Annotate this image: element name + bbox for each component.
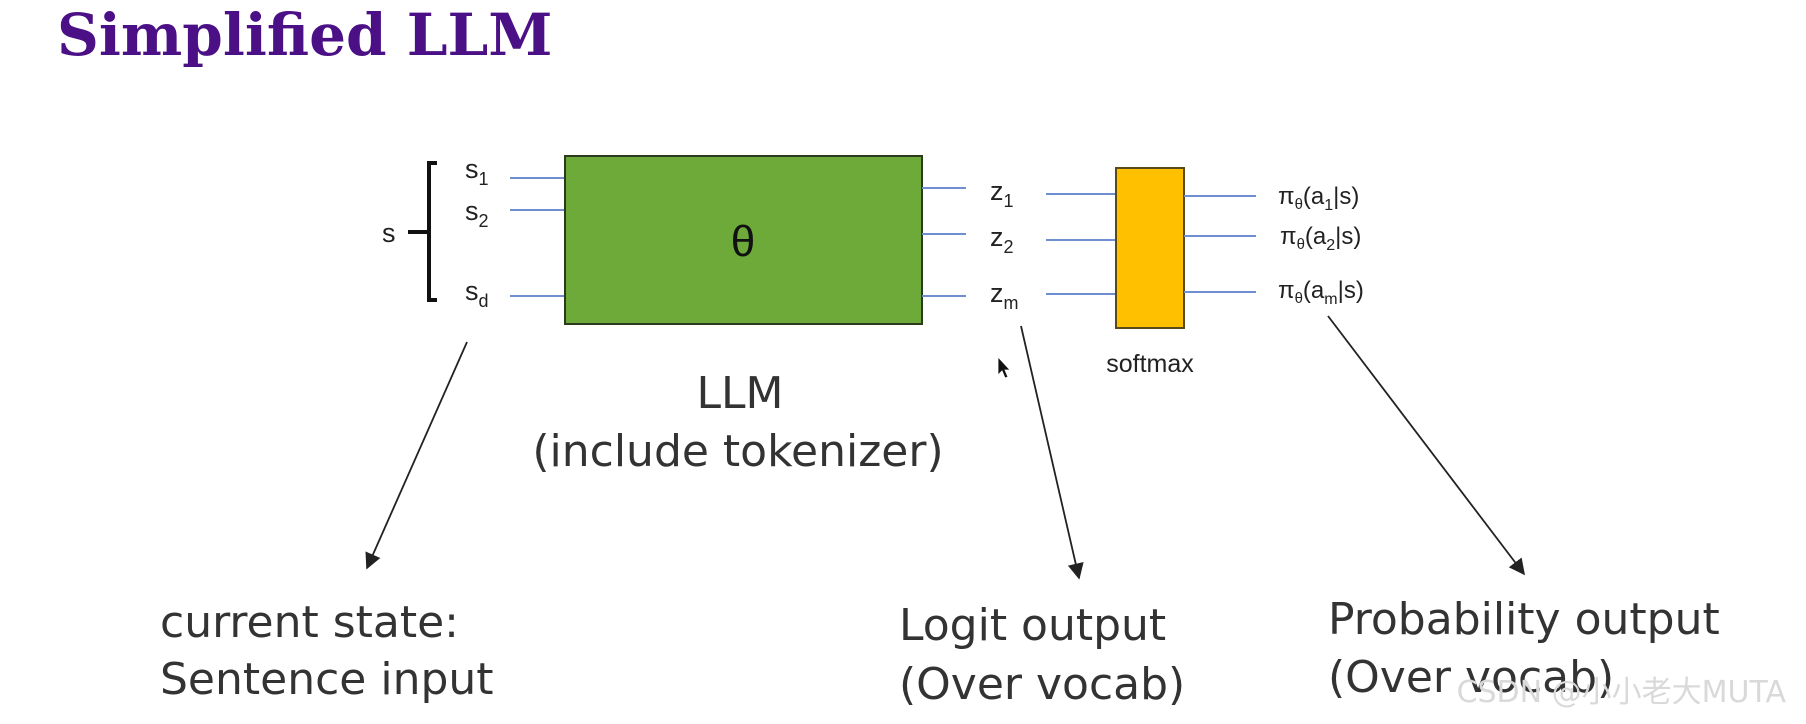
state-annotation-line1: current state:: [160, 597, 459, 648]
prob-label-2: πθ(a2|s): [1280, 223, 1361, 254]
prob-annotation-line2: (Over vocab): [1328, 652, 1614, 703]
softmax-box: [1115, 167, 1185, 329]
input-label-1: s1: [465, 154, 489, 189]
softmax-label: softmax: [1106, 350, 1194, 378]
theta-symbol: θ: [731, 217, 755, 266]
logit-label-m: zm: [990, 278, 1019, 313]
logit-annotation-line2: (Over vocab): [899, 659, 1185, 710]
prob-wires: [1184, 195, 1256, 293]
input-label-d: sd: [465, 276, 489, 311]
logit-label-1: z1: [990, 176, 1014, 211]
state-group-label: s: [382, 218, 396, 248]
logit-wires-right: [1046, 193, 1116, 295]
logit-wires-left: [922, 187, 966, 297]
state-bracket: [408, 161, 437, 302]
watermark: CSDN @小小老大MUTA: [1457, 675, 1787, 710]
prob-arrow: [1327, 315, 1525, 576]
logit-annotation-line1: Logit output: [899, 600, 1166, 651]
prob-annotation-line1: Probability output: [1328, 594, 1720, 645]
logit-label-2: z2: [990, 222, 1014, 257]
llm-caption-line1: LLM: [697, 368, 784, 419]
prob-label-m: πθ(am|s): [1278, 277, 1364, 308]
state-annotation-line2: Sentence input: [160, 654, 494, 705]
llm-box: [564, 155, 923, 325]
input-wires: [510, 177, 565, 297]
page-title: Simplified LLM: [57, 1, 553, 69]
llm-caption-line2: (include tokenizer): [532, 426, 943, 477]
state-arrow: [365, 341, 468, 570]
prob-label-1: πθ(a1|s): [1278, 183, 1359, 214]
mouse-pointer-icon: [997, 355, 1011, 379]
logit-arrow: [1020, 325, 1084, 580]
input-label-2: s2: [465, 196, 489, 231]
